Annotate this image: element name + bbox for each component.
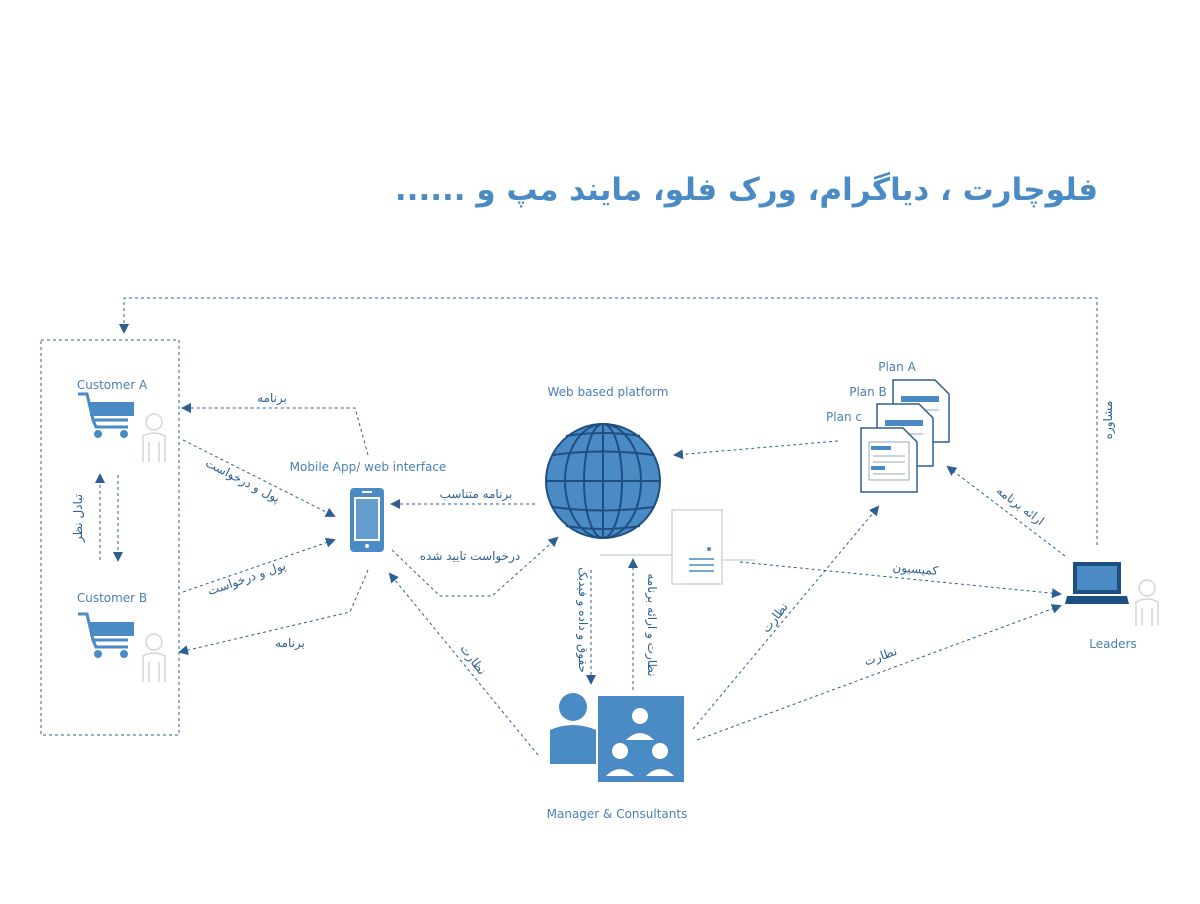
label-consultation: مشاوره: [1101, 401, 1116, 440]
edge-supervision-app: [388, 572, 539, 756]
person-icon: [142, 413, 166, 462]
label-suitable-program: برنامه متناسب: [440, 487, 513, 502]
shopping-cart-icon: [78, 392, 134, 438]
label-leaders: Leaders: [1089, 637, 1136, 651]
label-supervision-leaders: نظارت: [862, 644, 899, 670]
edge-supervision-leaders: [696, 604, 1062, 741]
group-icon: [550, 693, 684, 782]
document-icon: [860, 427, 918, 493]
label-supervision-program: نظارت و ارائه برنامه: [644, 573, 659, 676]
edge-money-request-a: [182, 439, 336, 517]
edge-consultation: [119, 297, 1098, 545]
label-supervision-app: نظارت: [457, 642, 489, 678]
customer-group-box: [40, 339, 180, 736]
label-plan-b: Plan B: [849, 385, 887, 399]
edge-approved-request: [391, 536, 559, 597]
edge-present-program: [946, 465, 1066, 557]
label-commission: کمیسیون: [892, 560, 939, 579]
smartphone-icon: [350, 488, 384, 552]
label-plan-a: Plan A: [878, 360, 916, 374]
shopping-cart-icon: [78, 612, 134, 658]
label-exchange-opinion: تبادل نظر: [71, 494, 86, 543]
person-icon: [142, 633, 166, 682]
label-manager: Manager & Consultants: [547, 807, 688, 821]
label-customer-a: Customer A: [77, 378, 148, 392]
label-web-platform: Web based platform: [547, 385, 668, 399]
label-customer-b: Customer B: [77, 591, 147, 605]
label-plan-c: Plan c: [826, 410, 862, 424]
person-icon: [1135, 579, 1159, 626]
label-program-to-a: برنامه: [257, 391, 287, 406]
laptop-icon: [1065, 562, 1129, 604]
edge-program-to-a: [181, 403, 369, 456]
globe-icon: [545, 423, 661, 539]
label-money-request-a: پول و درخواست: [203, 456, 283, 506]
server-icon: [600, 509, 755, 585]
label-money-request-b: پول و درخواست: [206, 558, 288, 599]
page-title: فلوچارت ، دیاگرام، ورک فلو، مایند مپ و .…: [394, 172, 1098, 208]
label-rights-data-feedback: حقوق و داده و فیدبک: [575, 567, 590, 673]
edge-money-request-b: [182, 537, 336, 593]
label-program-to-b: برنامه: [275, 636, 305, 651]
edge-plans-to-platform: [673, 440, 839, 460]
edge-program-to-b: [178, 569, 369, 656]
label-mobile-app: Mobile App/ web interface: [290, 460, 447, 474]
edge-supervision-plans: [692, 505, 880, 730]
label-approved-request: درخواست تایید شده: [420, 549, 520, 564]
